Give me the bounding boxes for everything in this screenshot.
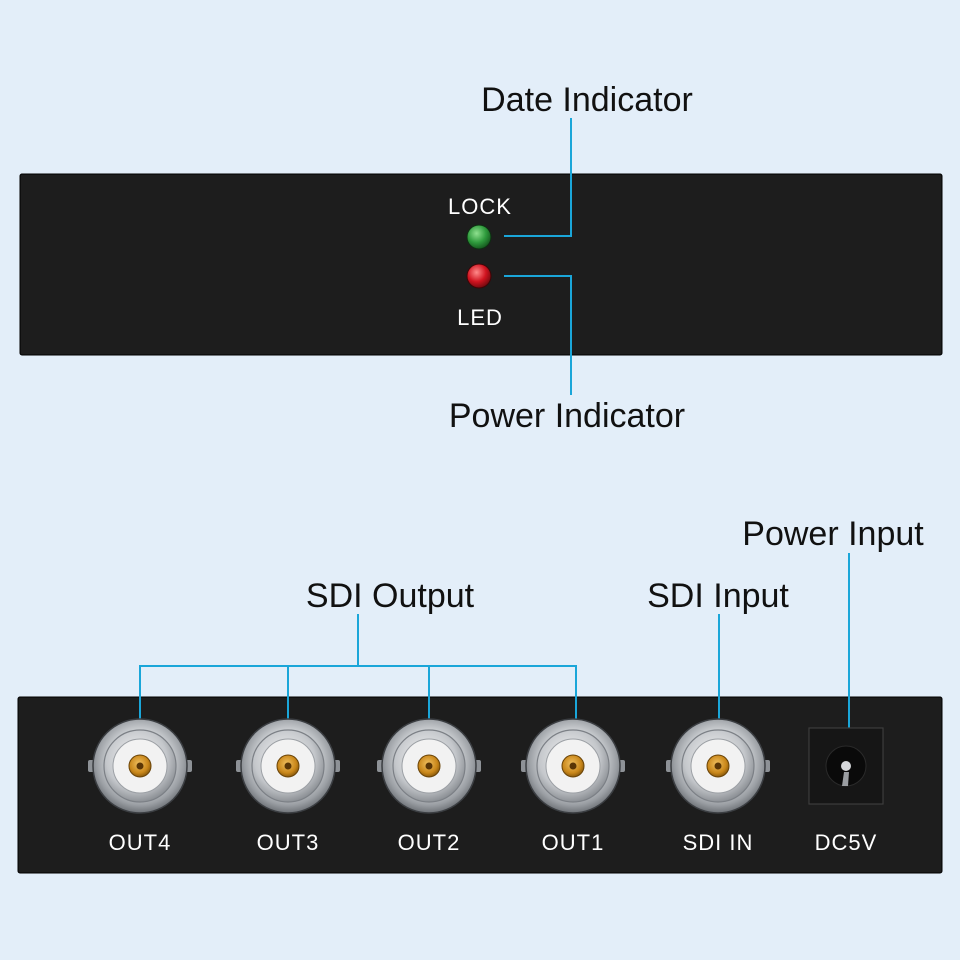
bnc-connector-icon — [88, 718, 192, 814]
port-sdi-in[interactable]: SDI IN — [666, 718, 770, 855]
dc-jack-icon — [808, 727, 884, 805]
port-label: OUT3 — [257, 830, 320, 855]
port-label: SDI IN — [683, 830, 754, 855]
port-dc5v[interactable]: DC5V — [808, 727, 884, 855]
power-input-callout: Power Input — [742, 515, 924, 553]
port-label: DC5V — [815, 830, 878, 855]
lock-led-icon — [466, 224, 492, 250]
port-out3[interactable]: OUT3 — [236, 718, 340, 855]
date-indicator-callout: Date Indicator — [481, 81, 693, 119]
sdi-output-callout: SDI Output — [306, 577, 475, 615]
lock-label: LOCK — [448, 194, 512, 219]
lock-leader-line — [504, 118, 572, 237]
power-leader-line — [504, 275, 572, 395]
rear-ports: OUT4 OUT3 OUT2 OUT1 SDI IN DC5V — [88, 718, 884, 855]
port-label: OUT1 — [542, 830, 605, 855]
power-indicator-callout: Power Indicator — [449, 397, 685, 435]
port-label: OUT2 — [398, 830, 461, 855]
bnc-connector-icon — [236, 718, 340, 814]
port-out1[interactable]: OUT1 — [521, 718, 625, 855]
port-out2[interactable]: OUT2 — [377, 718, 481, 855]
bnc-connector-icon — [377, 718, 481, 814]
power-led-icon — [466, 263, 492, 289]
sdi-input-callout: SDI Input — [647, 577, 789, 615]
bnc-connector-icon — [666, 718, 770, 814]
led-label: LED — [457, 305, 503, 330]
port-label: OUT4 — [109, 830, 172, 855]
port-out4[interactable]: OUT4 — [88, 718, 192, 855]
bnc-connector-icon — [521, 718, 625, 814]
